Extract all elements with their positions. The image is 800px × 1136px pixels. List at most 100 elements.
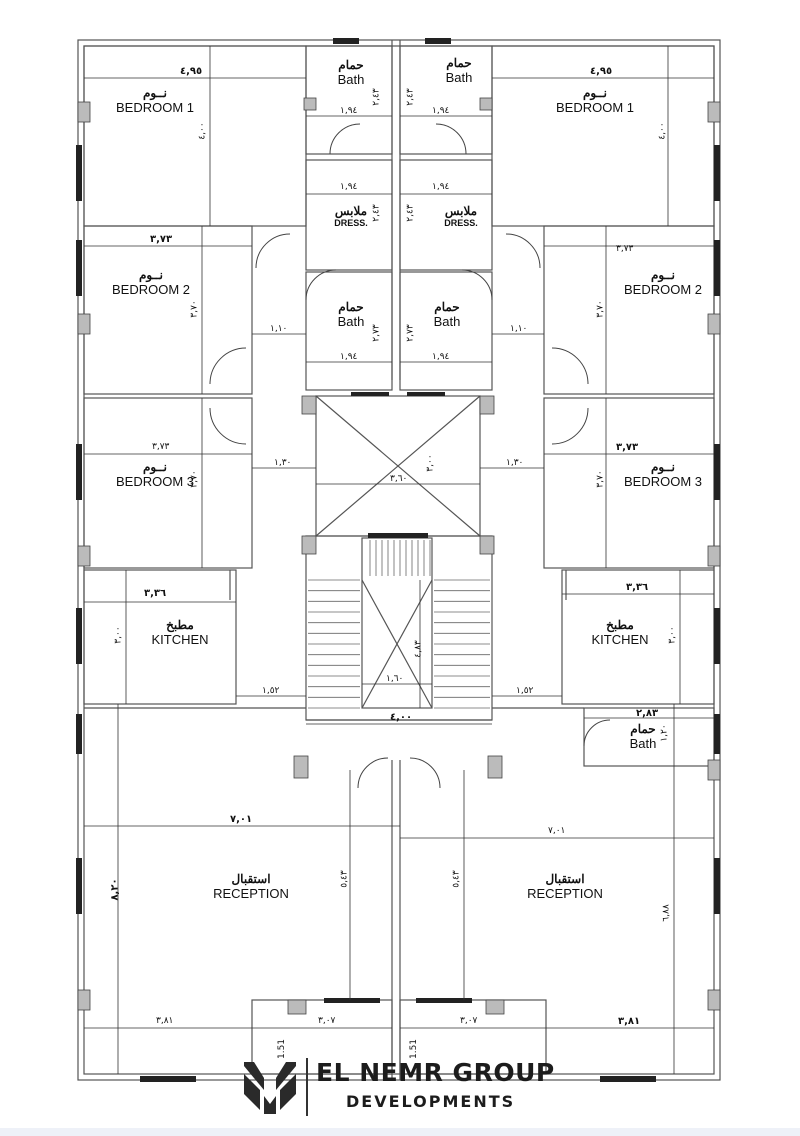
room-label-en: RECEPTION bbox=[213, 886, 289, 901]
column bbox=[707, 759, 721, 781]
dim-label: ٤,٨٣ bbox=[413, 640, 424, 658]
room-label-en: KITCHEN bbox=[151, 632, 209, 647]
window bbox=[714, 608, 720, 664]
room-label-en: Bath bbox=[629, 736, 657, 751]
dim-label: ٧,٠١ bbox=[548, 826, 566, 836]
dim-label: ١,١٠ bbox=[270, 324, 288, 334]
column bbox=[293, 755, 309, 779]
dim-label: ٣,٧٠ bbox=[189, 470, 200, 488]
room-label-ar: نــوم bbox=[583, 86, 607, 100]
dim-label: ١,٢٠ bbox=[659, 724, 670, 742]
dim-label: ٣,٨١ bbox=[156, 1016, 174, 1026]
room-label-ar: حمام bbox=[338, 300, 364, 314]
room-label-en: KITCHEN bbox=[591, 632, 649, 647]
door-swing bbox=[305, 269, 337, 301]
room-label-en: Bath bbox=[337, 314, 365, 329]
room-label-en: RECEPTION bbox=[527, 886, 603, 901]
window bbox=[714, 240, 720, 296]
outer-wall bbox=[77, 39, 721, 1081]
dim-label: ٧,٠١ bbox=[230, 814, 253, 825]
dim-label: ٣,٧٠ bbox=[595, 300, 606, 318]
dim-label: ٣,٧٠ bbox=[189, 300, 200, 318]
dim-label: ٢,٤٣ bbox=[405, 88, 416, 106]
dim-label: ٤,٩٥ bbox=[180, 66, 203, 77]
dim-label: ٤,٠٠ bbox=[197, 122, 208, 140]
window bbox=[76, 444, 82, 500]
door-swing bbox=[551, 347, 589, 385]
room-label-en: BEDROOM 2 bbox=[623, 282, 702, 297]
dim-label: ٣,٠٠ bbox=[113, 626, 124, 644]
brand-divider bbox=[306, 1058, 308, 1116]
window bbox=[714, 714, 720, 754]
dim-label: ٣,٧٣ bbox=[150, 234, 173, 245]
dim-label: ٣,٣٦ bbox=[626, 582, 649, 593]
window bbox=[425, 38, 451, 44]
door-swing bbox=[551, 407, 589, 445]
room-label-en: BEDROOM 1 bbox=[555, 100, 634, 115]
room-label-en: DRESS. bbox=[334, 218, 368, 228]
dim-label: ٣,٦٠ bbox=[390, 474, 408, 484]
room-label-bath-mid-right: حمام Bath bbox=[422, 300, 472, 329]
column bbox=[487, 755, 503, 779]
room-label-ar: استقبال bbox=[231, 872, 271, 886]
room-label-kitchen-left: مطبخ KITCHEN bbox=[142, 618, 218, 647]
door-swing bbox=[329, 123, 361, 155]
room-label-ar: مطبخ bbox=[606, 618, 634, 632]
door-swing bbox=[209, 407, 247, 445]
dim-label: ٣,٧٣ bbox=[616, 442, 639, 453]
door-swing bbox=[357, 757, 389, 789]
column bbox=[707, 101, 721, 123]
column bbox=[479, 97, 493, 111]
room-label-ar: ملابس bbox=[334, 204, 368, 218]
window bbox=[76, 608, 82, 664]
column bbox=[707, 989, 721, 1011]
dim-label: ٣,٧٣ bbox=[616, 244, 634, 254]
dim-label: ٢,٤٣ bbox=[371, 204, 382, 222]
door-swing bbox=[435, 123, 467, 155]
room-label-en: BEDROOM 1 bbox=[115, 100, 194, 115]
door-swing bbox=[209, 347, 247, 385]
room-label-ar: نــوم bbox=[651, 268, 675, 282]
window bbox=[714, 858, 720, 914]
dim-label: ١,٩٤ bbox=[340, 106, 358, 116]
dim-label: ١,٩٤ bbox=[432, 182, 450, 192]
room-label-dress-left: ملابس DRESS. bbox=[326, 204, 376, 228]
dim-label: ١,١٠ bbox=[510, 324, 528, 334]
room-label-bath-top-left: حمام Bath bbox=[326, 58, 376, 87]
window bbox=[600, 1076, 656, 1082]
dim-label: ١,٩٤ bbox=[432, 106, 450, 116]
room-label-bedroom3-left: نــوم BEDROOM 3 bbox=[100, 460, 210, 489]
room-label-kitchen-right: مطبخ KITCHEN bbox=[582, 618, 658, 647]
room-kitchen-left bbox=[83, 569, 237, 705]
room-label-bedroom2-right: نــوم BEDROOM 2 bbox=[608, 268, 718, 297]
window bbox=[76, 145, 82, 201]
dim-label: ٣,٠٧ bbox=[318, 1016, 336, 1026]
room-label-ar: مطبخ bbox=[166, 618, 194, 632]
room-bath-mid-left bbox=[305, 271, 393, 391]
room-dress-right bbox=[399, 159, 493, 271]
column bbox=[77, 313, 91, 335]
room-label-ar: نــوم bbox=[143, 460, 167, 474]
brand-name: EL NEMR GROUP bbox=[316, 1058, 555, 1087]
column bbox=[77, 545, 91, 567]
room-label-ar: استقبال bbox=[545, 872, 585, 886]
balcony-left bbox=[251, 999, 393, 1075]
dim-label: ٣,٧٠ bbox=[595, 470, 606, 488]
room-label-bath-mid-left: حمام Bath bbox=[326, 300, 376, 329]
dim-label: ٤,٠٠ bbox=[657, 122, 668, 140]
dim-label: ٣,٧٣ bbox=[152, 442, 170, 452]
door-swing bbox=[255, 233, 291, 269]
dim-label: ٣,٠٧ bbox=[460, 1016, 478, 1026]
room-bedroom2-right bbox=[543, 225, 715, 395]
room-bath-mid-right bbox=[399, 271, 493, 391]
staircase bbox=[305, 535, 493, 721]
room-label-ar: ملابس bbox=[444, 204, 478, 218]
dim-label: ٣,٠٠ bbox=[425, 454, 436, 472]
dim-label: ١,٥٢ bbox=[516, 686, 534, 696]
dim-label: ٢,٤٣ bbox=[405, 204, 416, 222]
room-label-ar: نــوم bbox=[651, 460, 675, 474]
window bbox=[76, 858, 82, 914]
column bbox=[485, 999, 505, 1015]
dim-label: ٢,٨٣ bbox=[636, 708, 659, 719]
